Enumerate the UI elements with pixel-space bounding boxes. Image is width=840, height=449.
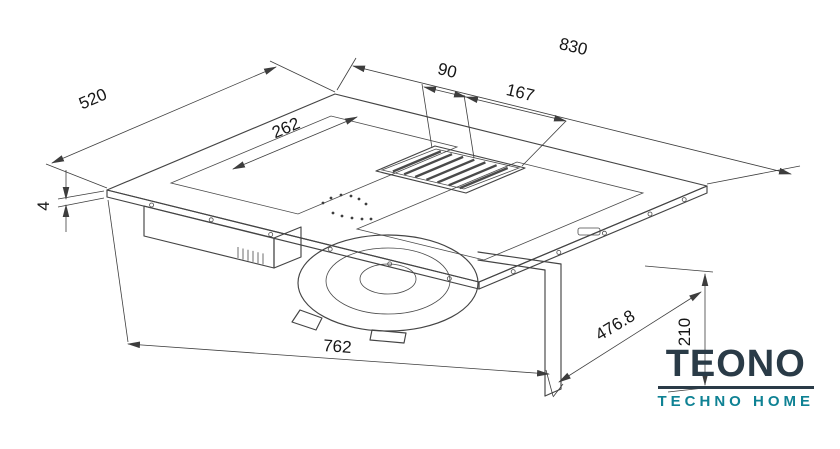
dimension-167: 167 [465, 80, 567, 167]
dimension-4: 4 [34, 170, 105, 232]
dim-830-label: 830 [557, 34, 589, 59]
left-motor-housing [143, 205, 302, 269]
dimension-762: 762 [107, 199, 554, 397]
left-cooking-zone [169, 115, 459, 215]
dim-167-label: 167 [504, 80, 536, 105]
housing-vent-lines [237, 247, 264, 265]
dim-210-label: 210 [675, 318, 694, 346]
logo-brand: TEONO [665, 343, 806, 385]
glass-edge-left [106, 189, 480, 290]
dimension-830: 830 [336, 34, 801, 185]
dim-762-label: 762 [323, 336, 353, 357]
dimension-90: 90 [421, 59, 475, 159]
glass-top [106, 93, 708, 290]
dim-262-label: 262 [269, 114, 303, 143]
exhaust-duct [477, 251, 562, 397]
dimension-262: 262 [232, 114, 358, 170]
dim-476-8-label: 476.8 [592, 306, 638, 344]
dim-90-label: 90 [436, 59, 459, 82]
mounting-screws [149, 197, 687, 282]
logo: TEONO TECHNO HOME [657, 343, 814, 410]
dim-4-label: 4 [34, 201, 53, 210]
logo-divider [657, 386, 814, 389]
control-panel-dots [321, 193, 373, 221]
right-cooking-zone [355, 161, 645, 261]
blower-unit [291, 234, 479, 344]
logo-tagline: TECHNO HOME [657, 393, 814, 410]
blower-foot [369, 329, 407, 344]
blower-bracket [291, 309, 323, 331]
dim-520-label: 520 [76, 85, 110, 114]
glass-edge-right [478, 185, 708, 290]
vent-grille [375, 145, 526, 194]
brand-mark [577, 227, 601, 236]
